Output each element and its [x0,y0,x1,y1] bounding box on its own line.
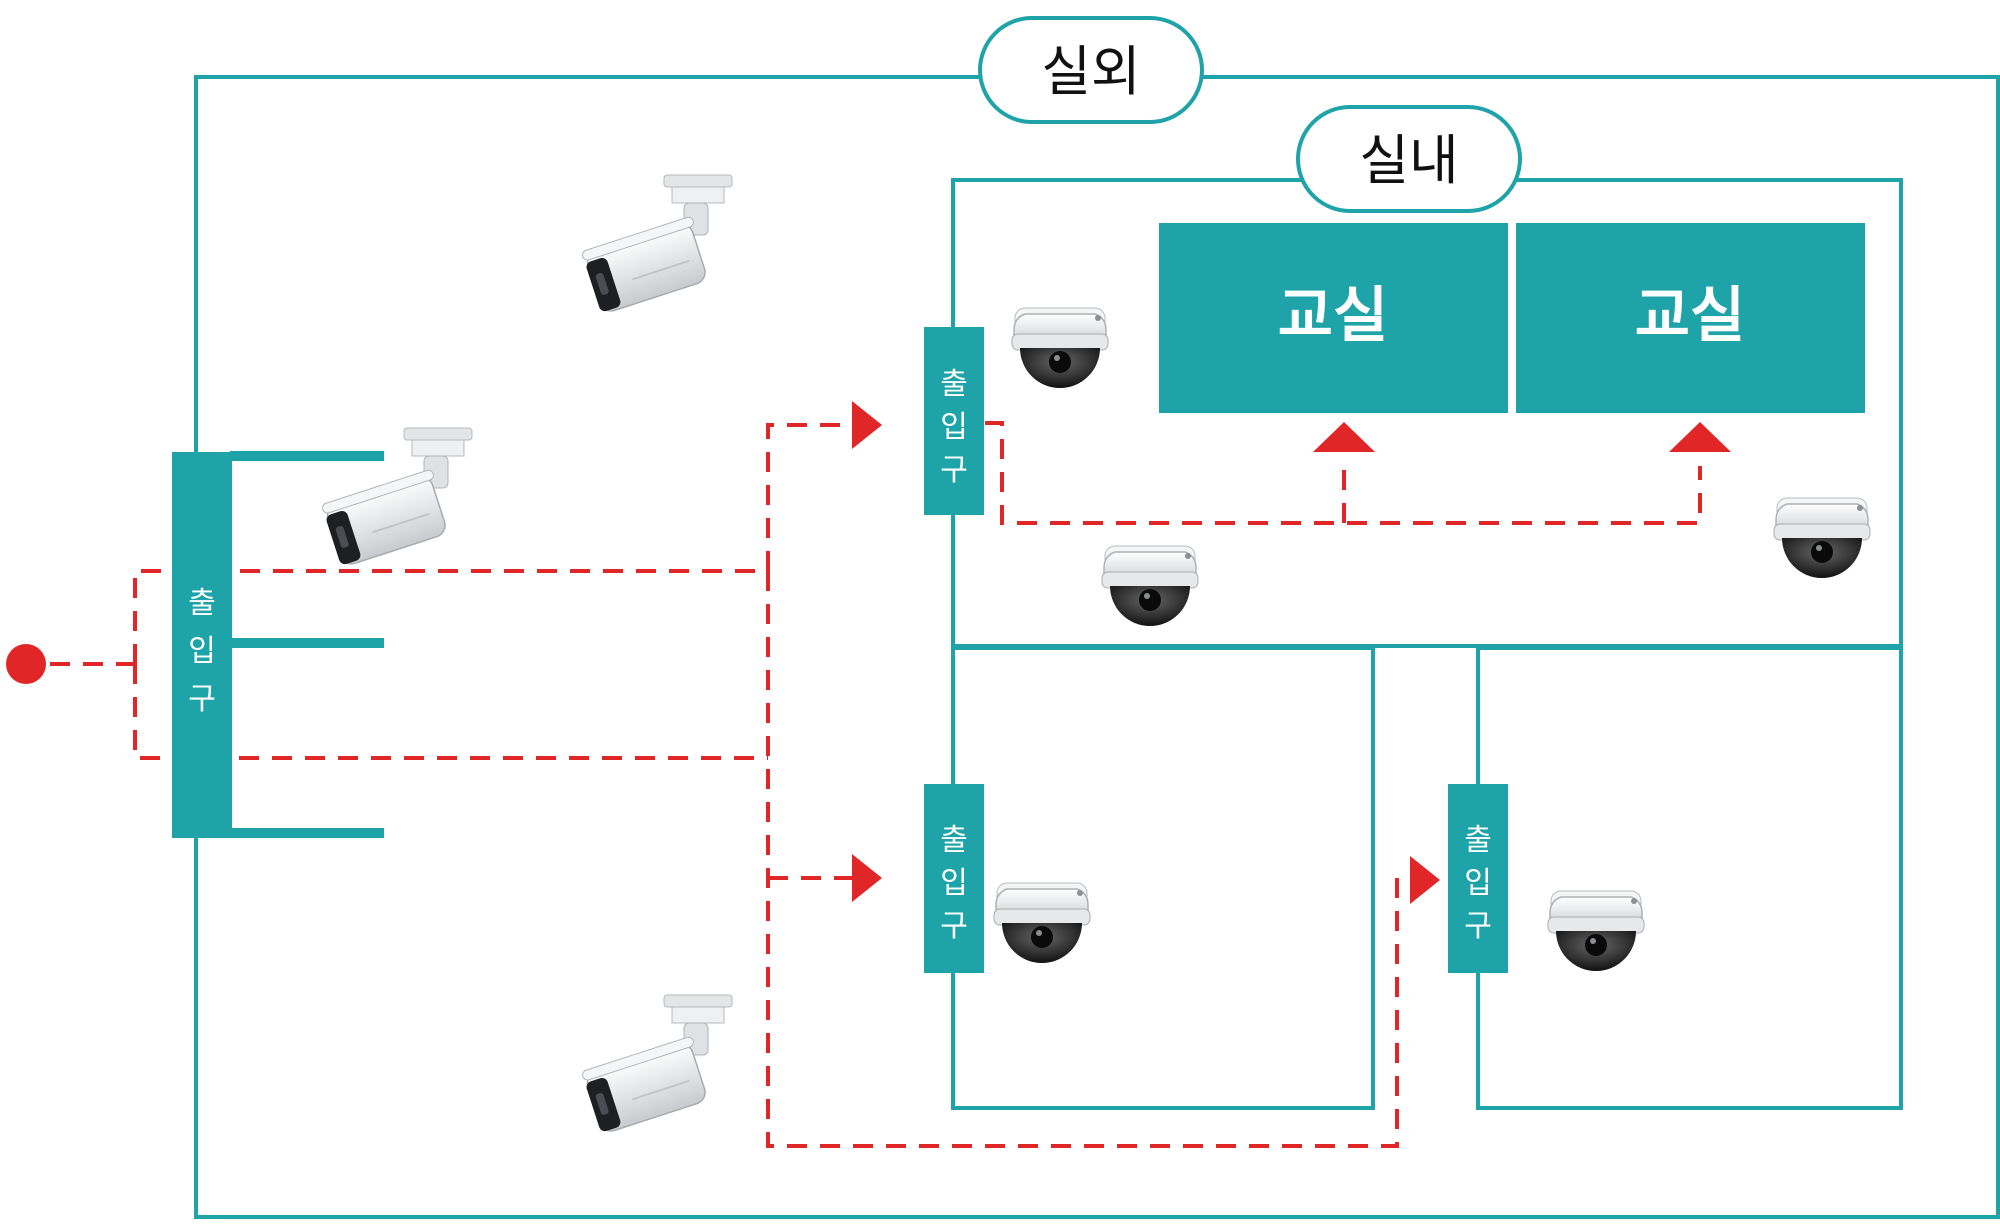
entrance-bl-char-2: 입 [940,866,968,901]
entrance-bl-char-1: 출 [940,823,968,858]
room-bottom-right [1476,646,1903,1110]
indoor-label: 실내 [1359,129,1458,192]
outdoor-label: 실외 [1041,40,1140,103]
dome-camera-bottom-left [993,882,1091,964]
indoor-label-pill: 실내 [1296,105,1522,213]
main-entrance-canopy [230,451,384,838]
entrance-br-char-3: 구 [1464,909,1492,944]
route-classrooms [985,421,1702,525]
classroom-1: 교실 [1159,223,1508,413]
entrance-indoor-char-2: 입 [940,410,968,445]
entrance-main: 출 입 구 [172,452,232,838]
start-point [6,644,46,684]
dome-camera-indoor-center [1101,545,1199,627]
room-bottom-left [951,646,1375,1110]
entrance-indoor-char-1: 출 [940,367,968,402]
arrow-to-bottom-left [852,854,882,902]
entrance-indoor-top: 출 입 구 [924,327,984,515]
bullet-camera-bottom [580,994,733,1136]
arrow-to-classroom-1 [1313,422,1375,452]
bullet-camera-top [580,174,733,316]
entrance-br-char-2: 입 [1464,866,1492,901]
bullet-camera-middle [320,427,473,569]
entrance-bottom-left: 출 입 구 [924,784,984,973]
route-main-loop [133,569,1408,1148]
outdoor-label-pill: 실외 [978,16,1204,124]
dome-camera-indoor-right [1773,497,1871,579]
classroom-1-label: 교실 [1278,281,1388,351]
entrance-br-char-1: 출 [1464,823,1492,858]
dome-camera-bottom-right [1547,890,1645,972]
arrow-to-indoor [852,401,882,449]
arrow-to-bottom-right [1410,856,1440,904]
route-paths [50,421,1702,1148]
arrow-to-classroom-2 [1669,422,1731,452]
entrance-bl-char-3: 구 [940,909,968,944]
classroom-2-label: 교실 [1635,281,1745,351]
entrance-main-char-2: 입 [188,634,216,669]
dome-camera-indoor-entrance [1011,307,1109,389]
entrance-indoor-char-3: 구 [940,453,968,488]
entrance-main-char-1: 출 [188,586,216,621]
classroom-2: 교실 [1516,223,1865,413]
entrance-main-char-3: 구 [188,682,216,717]
entrance-bottom-right: 출 입 구 [1448,784,1508,973]
route-to-indoor [766,423,852,571]
